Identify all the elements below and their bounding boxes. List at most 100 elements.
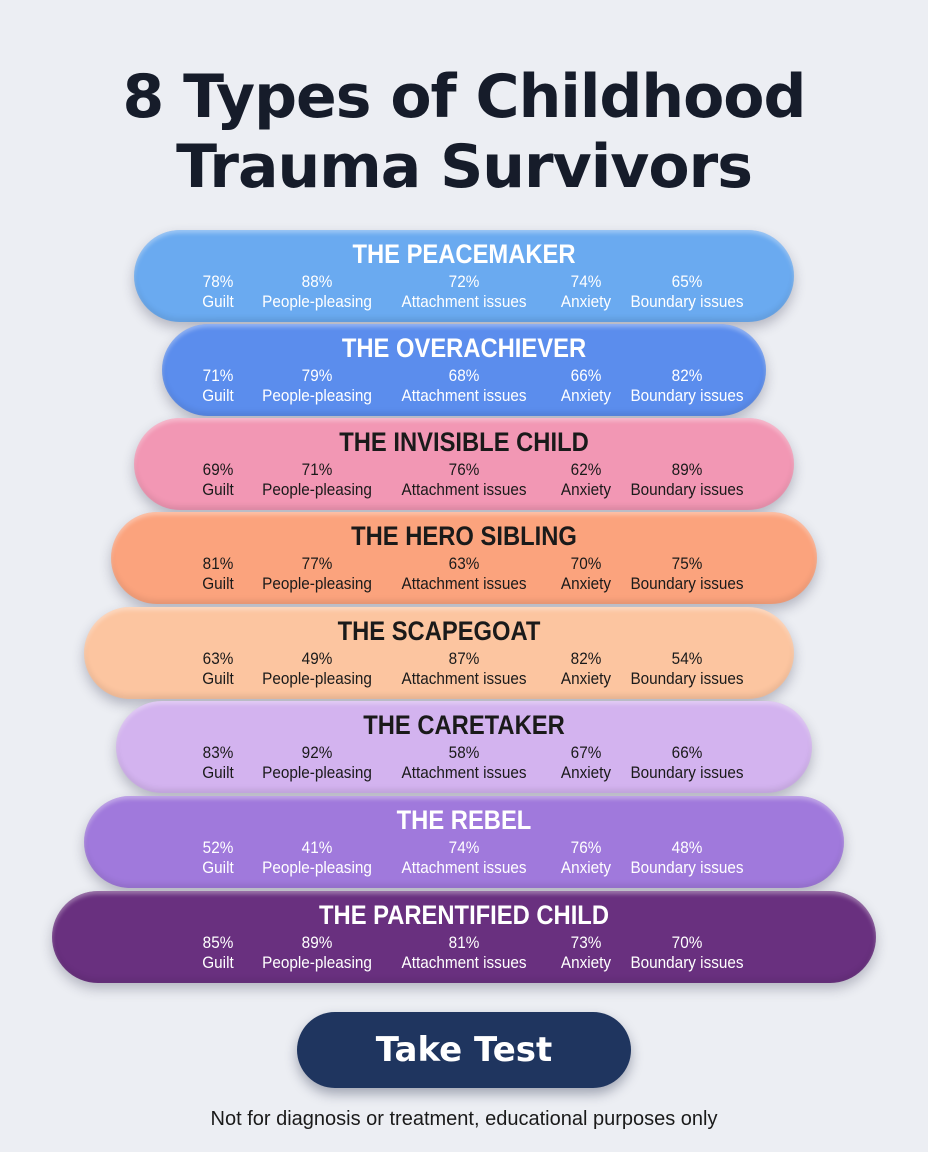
stat-value: 76% xyxy=(448,460,480,479)
trauma-stat: 72%Attachment issues xyxy=(401,272,526,312)
stat-label: People-pleasing xyxy=(262,858,372,877)
trauma-type-band: THE REBEL 52%Guilt 41%People-pleasing 74%At… xyxy=(84,796,844,888)
stat-label: People-pleasing xyxy=(262,763,372,782)
stat-value: 89% xyxy=(301,933,333,952)
trauma-stat: 74%Anxiety xyxy=(561,272,611,312)
trauma-stat: 70%Boundary issues xyxy=(630,933,743,973)
stat-label: Anxiety xyxy=(560,858,612,877)
trauma-stat: 73%Anxiety xyxy=(561,933,611,973)
stat-label: Attachment issues xyxy=(401,669,527,688)
trauma-type-name: THE REBEL xyxy=(396,805,532,835)
trauma-stat: 65%Boundary issues xyxy=(630,272,743,312)
stat-label: Guilt xyxy=(202,858,234,877)
trauma-stat: 74%Attachment issues xyxy=(401,838,526,878)
trauma-stat: 71%People-pleasing xyxy=(262,460,372,500)
stat-value: 63% xyxy=(448,554,480,573)
stat-value: 66% xyxy=(671,743,703,762)
stat-value: 81% xyxy=(202,554,234,573)
stat-value: 77% xyxy=(301,554,333,573)
stat-value: 83% xyxy=(202,743,234,762)
stat-label: People-pleasing xyxy=(262,669,372,688)
stat-label: Attachment issues xyxy=(401,386,527,405)
stat-value: 85% xyxy=(202,933,234,952)
stat-label: People-pleasing xyxy=(262,292,372,311)
stat-label: People-pleasing xyxy=(262,574,372,593)
trauma-stat: 82%Anxiety xyxy=(561,649,611,689)
trauma-type-name: THE PARENTIFIED CHILD xyxy=(319,900,609,930)
stat-label: Boundary issues xyxy=(630,669,744,688)
stat-value: 92% xyxy=(301,743,333,762)
stat-value: 89% xyxy=(671,460,703,479)
stat-value: 49% xyxy=(301,649,333,668)
stat-label: Boundary issues xyxy=(630,386,744,405)
stat-value: 67% xyxy=(570,743,602,762)
stat-value: 58% xyxy=(448,743,480,762)
trauma-stat: 77%People-pleasing xyxy=(262,554,372,594)
stat-label: Attachment issues xyxy=(401,480,527,499)
trauma-stat: 89%Boundary issues xyxy=(630,460,743,500)
stat-value: 82% xyxy=(570,649,602,668)
stat-label: Attachment issues xyxy=(401,858,527,877)
stat-value: 65% xyxy=(671,272,703,291)
trauma-stat: 63%Guilt xyxy=(202,649,233,689)
stat-value: 41% xyxy=(301,838,333,857)
trauma-type-name: THE HERO SIBLING xyxy=(351,521,577,551)
stat-value: 74% xyxy=(448,838,480,857)
trauma-type-name: THE INVISIBLE CHILD xyxy=(339,427,589,457)
stat-label: Guilt xyxy=(202,292,234,311)
trauma-stat: 48%Boundary issues xyxy=(630,838,743,878)
trauma-stat: 66%Boundary issues xyxy=(630,743,743,783)
stat-label: Anxiety xyxy=(560,292,612,311)
stat-label: Boundary issues xyxy=(630,858,744,877)
trauma-stat: 67%Anxiety xyxy=(561,743,611,783)
trauma-stat: 87%Attachment issues xyxy=(401,649,526,689)
trauma-stat: 78%Guilt xyxy=(202,272,233,312)
stat-value: 79% xyxy=(301,366,333,385)
stat-label: Boundary issues xyxy=(630,574,744,593)
stat-label: People-pleasing xyxy=(262,480,372,499)
stat-label: Anxiety xyxy=(560,669,612,688)
trauma-stat: 75%Boundary issues xyxy=(630,554,743,594)
trauma-stat: 85%Guilt xyxy=(202,933,233,973)
trauma-stat: 41%People-pleasing xyxy=(262,838,372,878)
trauma-stat: 76%Anxiety xyxy=(561,838,611,878)
stat-value: 71% xyxy=(202,366,234,385)
stat-value: 54% xyxy=(671,649,703,668)
stat-value: 87% xyxy=(448,649,480,668)
trauma-stat: 83%Guilt xyxy=(202,743,233,783)
stat-value: 66% xyxy=(570,366,602,385)
stat-label: Anxiety xyxy=(560,386,612,405)
trauma-stat: 81%Guilt xyxy=(202,554,233,594)
trauma-stat: 82%Boundary issues xyxy=(630,366,743,406)
trauma-stat: 58%Attachment issues xyxy=(401,743,526,783)
trauma-stat: 76%Attachment issues xyxy=(401,460,526,500)
stat-label: Anxiety xyxy=(560,953,612,972)
trauma-type-band: THE HERO SIBLING 81%Guilt 77%People-pleasi… xyxy=(111,512,817,604)
trauma-stat: 70%Anxiety xyxy=(561,554,611,594)
stat-label: Attachment issues xyxy=(401,574,527,593)
stat-label: Guilt xyxy=(202,763,234,782)
trauma-type-band: THE SCAPEGOAT 63%Guilt 49%People-pleasing 8… xyxy=(84,607,794,699)
trauma-stat: 49%People-pleasing xyxy=(262,649,372,689)
stat-label: Attachment issues xyxy=(401,292,527,311)
take-test-button[interactable]: Take Test xyxy=(297,1012,631,1088)
stat-value: 75% xyxy=(671,554,703,573)
trauma-stat: 52%Guilt xyxy=(202,838,233,878)
trauma-stat: 66%Anxiety xyxy=(561,366,611,406)
trauma-stat: 88%People-pleasing xyxy=(262,272,372,312)
stat-label: Guilt xyxy=(202,574,234,593)
trauma-stat: 92%People-pleasing xyxy=(262,743,372,783)
stat-value: 70% xyxy=(570,554,602,573)
stat-label: Anxiety xyxy=(560,480,612,499)
title-line-2: Trauma Survivors xyxy=(176,132,753,202)
stat-label: People-pleasing xyxy=(262,386,372,405)
stat-label: Guilt xyxy=(202,669,234,688)
stat-value: 72% xyxy=(448,272,480,291)
stat-value: 62% xyxy=(570,460,602,479)
trauma-type-name: THE OVERACHIEVER xyxy=(341,333,587,363)
trauma-type-name: THE SCAPEGOAT xyxy=(337,616,541,646)
